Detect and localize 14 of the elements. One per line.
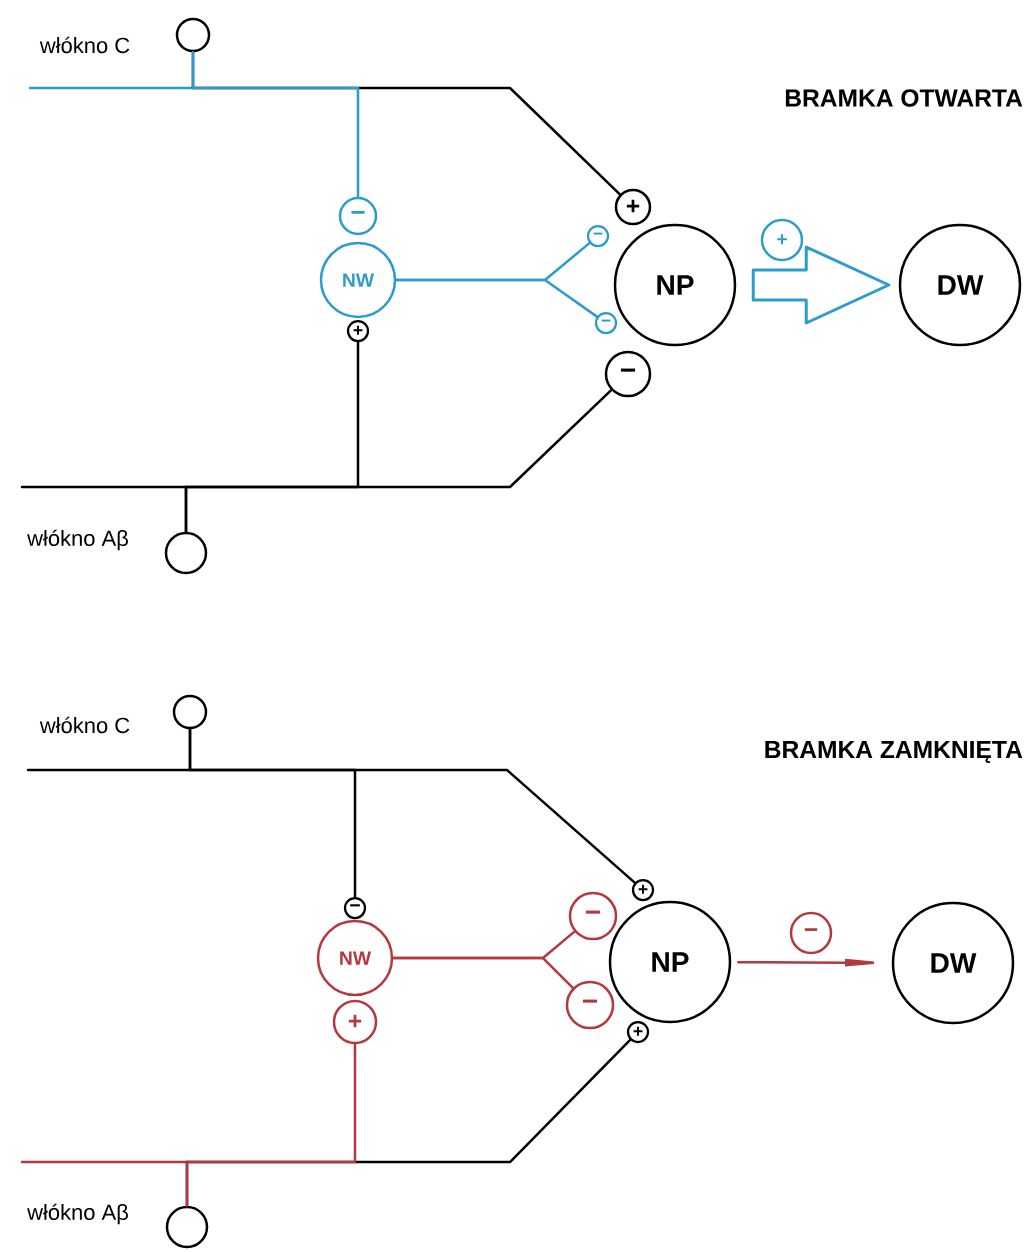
fiber-label: włókno C <box>39 36 130 54</box>
fiber-label: włókno Aβ <box>27 529 128 551</box>
branch-line <box>395 278 599 318</box>
panel-title: BRAMKA ZAMKNIĘTA <box>765 741 1023 763</box>
arrow <box>737 958 876 967</box>
panel-title: BRAMKA OTWARTA <box>785 89 1023 107</box>
fiber-line <box>184 340 360 533</box>
fiber-label: włókno Aβ <box>27 1203 128 1225</box>
fiber-line <box>188 728 357 899</box>
branch-line <box>392 956 575 990</box>
fiber-label: włókno C <box>39 716 130 734</box>
arrow <box>751 245 891 325</box>
fiber-line <box>191 51 360 198</box>
fiber-line <box>185 1043 357 1207</box>
